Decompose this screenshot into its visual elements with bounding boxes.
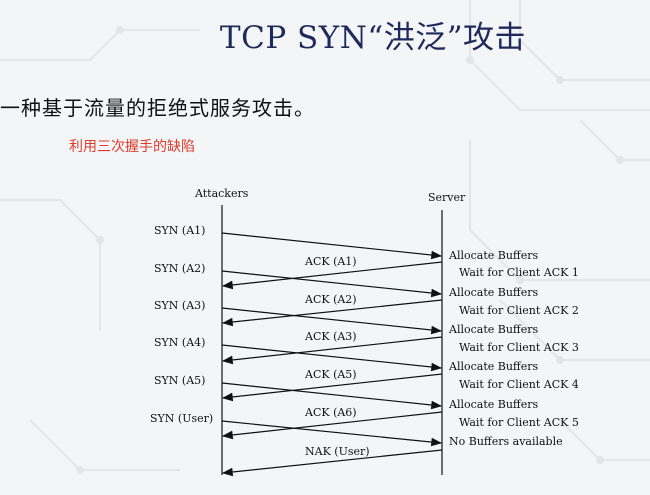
slide-title-text: TCP SYN“洪泛”攻击 [219,20,527,56]
ack-label: ACK (A6) [304,406,357,419]
server-note: Allocate Buffers [448,286,538,299]
sub-bullet-text: 利用三次握手的缺陷 [69,139,195,155]
ack-label: ACK (A2) [304,293,357,306]
ack-arrow [221,299,443,327]
server-note: No Buffers available [449,435,563,448]
ack-label: ACK (A1) [304,255,357,268]
nak-arrow [221,449,443,477]
server-label: Server [428,191,466,204]
syn-label: SYN (A3) [154,299,205,312]
server-note: Wait for Client ACK 1 [459,266,579,279]
server-note: Wait for Client ACK 3 [459,341,579,354]
syn-arrow [221,344,443,372]
syn-arrow [221,420,443,447]
server-note: Allocate Buffers [448,249,538,262]
ack-arrow [221,336,443,365]
server-note: Allocate Buffers [448,398,538,411]
syn-arrow [221,382,443,410]
syn-arrow [221,307,443,335]
syn-arrow [221,232,443,260]
server-note: Wait for Client ACK 4 [459,378,579,391]
syn-label: SYN (A4) [154,336,205,349]
server-note: Wait for Client ACK 2 [459,304,579,317]
server-note: Allocate Buffers [448,323,538,336]
ack-arrow [221,411,443,440]
syn-arrow [221,270,443,298]
syn-label: SYN (A2) [154,262,205,275]
ack-arrow [221,373,443,402]
syn-label: SYN (A1) [154,224,205,237]
syn-label: SYN (A5) [154,374,205,387]
attackers-label: Attackers [194,187,249,200]
syn-label: SYN (User) [150,412,213,425]
ack-label: ACK (A3) [304,330,357,343]
server-note: Allocate Buffers [448,360,538,373]
ack-label: ACK (A5) [304,368,357,381]
nak-label: NAK (User) [305,445,370,458]
server-note: Wait for Client ACK 5 [459,416,579,429]
bullet-text: 一种基于流量的拒绝式服务攻击。 [0,96,315,120]
slide-title: TCP SYN“洪泛”攻击 [0,12,650,57]
ack-arrow [221,261,443,290]
